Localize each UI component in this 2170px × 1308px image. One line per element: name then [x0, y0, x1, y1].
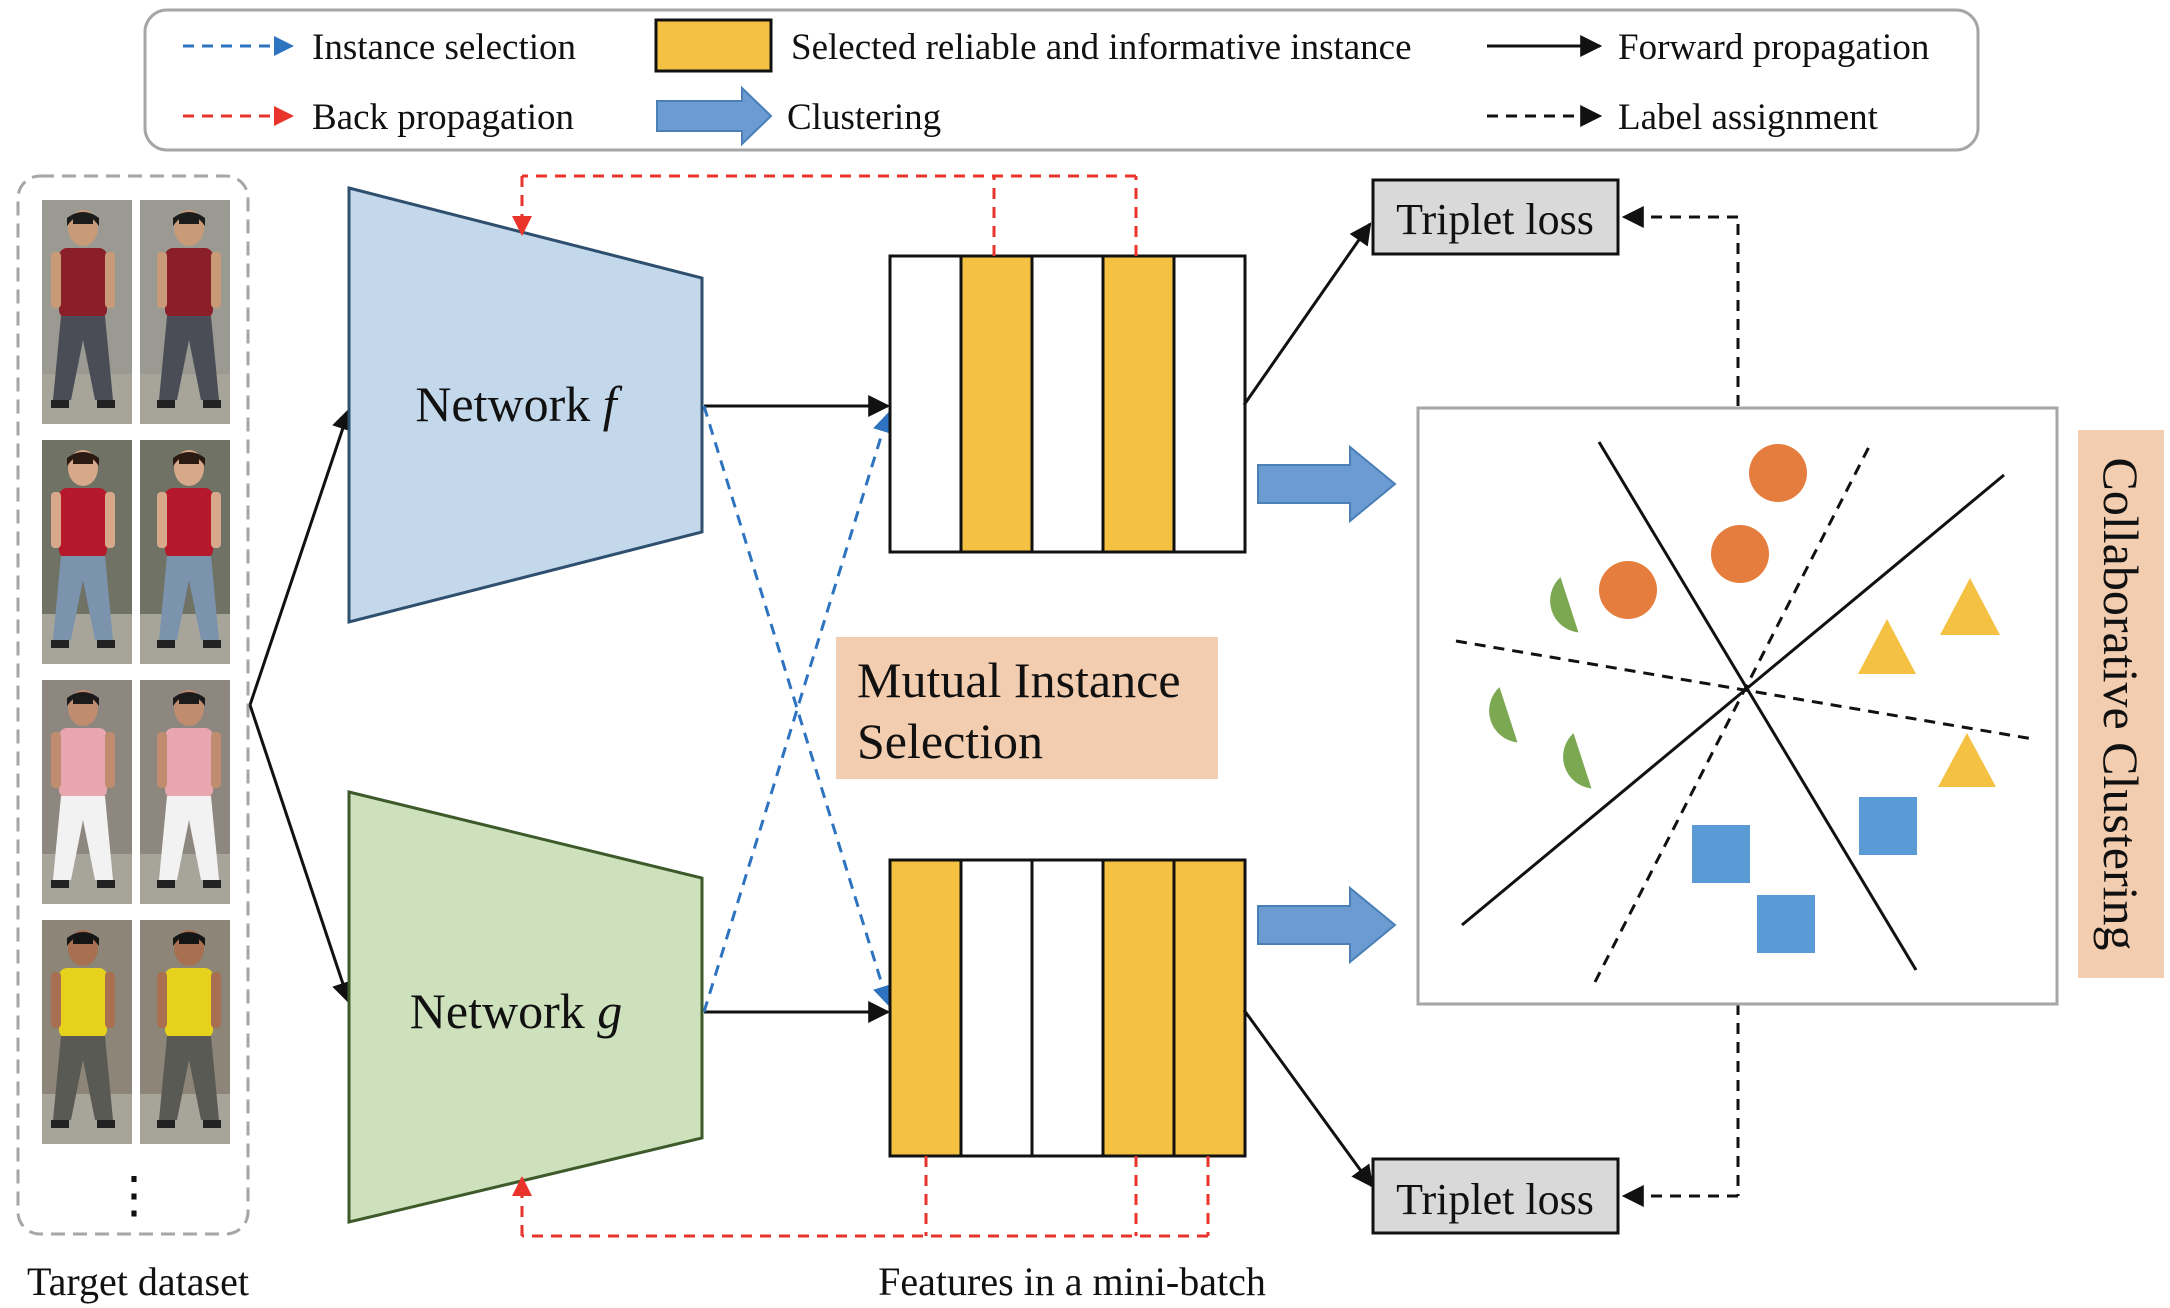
feature-column-selected	[1172, 858, 1247, 1158]
feature-column	[959, 858, 1034, 1158]
feature-block-bottom	[888, 858, 1247, 1158]
cluster-boundaries	[1455, 440, 2034, 983]
feature-column-selected	[1101, 858, 1176, 1158]
boundary-line-1	[1597, 441, 1918, 971]
feature-column-selected	[888, 858, 963, 1158]
person-striped-shirt-icon	[42, 680, 132, 904]
selection-arrow-f-to-g	[702, 405, 893, 1006]
mutual-selection-line1: Mutual Instance	[857, 652, 1181, 708]
triplet-loss-bottom-label: Triplet loss	[1396, 1175, 1594, 1224]
legend-instance-selection-label: Instance selection	[312, 27, 576, 68]
collaborative-clustering-label: Collaborative Clustering	[2093, 458, 2149, 951]
network-f-label: Network f	[415, 376, 622, 432]
cluster-point-green	[1563, 733, 1592, 789]
triplet-loss-top: Triplet loss	[1371, 178, 1620, 256]
cluster-point-yellow	[1938, 733, 1996, 787]
legend-instance-selection: Instance selection	[183, 27, 576, 68]
network-g: Network g	[347, 790, 704, 1224]
selected-instance-swatch	[654, 18, 773, 73]
person-striped-shirt-icon	[140, 680, 230, 904]
network-g-trapezoid	[347, 790, 704, 1224]
back-propagation-top	[512, 174, 1138, 256]
legend-label-assignment: Label assignment	[1487, 97, 1879, 138]
person-red-shirt-icon	[140, 200, 230, 424]
feature-block-top	[888, 254, 1247, 554]
triplet-loss-top-label: Triplet loss	[1396, 195, 1594, 244]
legend-forward-propagation-label: Forward propagation	[1618, 27, 1929, 68]
boundary-line-2	[1461, 473, 2005, 927]
person-red-top-icon	[140, 440, 230, 664]
caption-features: Features in a mini-batch	[878, 1259, 1266, 1304]
cluster-point-yellow	[1858, 619, 1916, 674]
clustering-arrow-icon	[656, 85, 773, 147]
label-assignment-top	[1621, 206, 1740, 406]
person-image-grid	[42, 200, 230, 1144]
feature-column	[888, 254, 963, 554]
cluster-point-blue	[1859, 797, 1917, 855]
person-red-top-icon	[42, 440, 132, 664]
cluster-point-green	[1489, 687, 1518, 743]
feature-column-selected	[959, 254, 1034, 554]
cluster-point-green	[1550, 577, 1579, 633]
cluster-point-yellow	[1940, 578, 2000, 635]
cluster-point-blue	[1692, 825, 1750, 883]
person-yellow-shirt-icon	[42, 920, 132, 1144]
feature-column	[1030, 858, 1105, 1158]
boundary-dashed-2	[1455, 639, 2034, 741]
person-red-shirt-icon	[42, 200, 132, 424]
network-f-trapezoid	[347, 186, 704, 624]
feature-column	[1030, 254, 1105, 554]
arrow-features-to-loss-bottom	[1242, 1009, 1374, 1188]
legend-forward-propagation: Forward propagation	[1487, 27, 1929, 68]
legend-selected-instance-label: Selected reliable and informative instan…	[791, 27, 1412, 68]
green-cluster	[1489, 577, 1592, 789]
feature-column	[1172, 254, 1247, 554]
triplet-loss-bottom: Triplet loss	[1371, 1157, 1620, 1235]
network-f: Network f	[347, 186, 704, 624]
yellow-cluster	[1858, 578, 2000, 787]
legend-label-assignment-label: Label assignment	[1618, 97, 1879, 138]
cluster-point-orange	[1711, 525, 1769, 583]
clustering-arrow-bottom-icon	[1257, 885, 1397, 965]
blue-cluster	[1692, 797, 1917, 953]
legend-clustering-label: Clustering	[787, 97, 941, 138]
clustering-arrow-top-icon	[1257, 444, 1397, 524]
cluster-point-orange	[1749, 444, 1807, 502]
clustering-panel	[1416, 406, 2059, 1006]
cluster-point-blue	[1757, 895, 1815, 953]
label-assignment-bottom	[1621, 1004, 1740, 1207]
arrow-dataset-to-f	[248, 407, 354, 706]
arrow-features-to-loss-top	[1242, 222, 1372, 406]
target-dataset-panel: ⋮	[16, 174, 250, 1236]
boundary-dashed-1	[1593, 440, 1874, 983]
legend-selected-instance: Selected reliable and informative instan…	[654, 18, 1412, 73]
orange-cluster	[1599, 444, 1807, 619]
legend-back-propagation-label: Back propagation	[312, 97, 574, 138]
collaborative-clustering-label-box: Collaborative Clustering	[2078, 430, 2164, 978]
cluster-point-orange	[1599, 561, 1657, 619]
person-yellow-shirt-icon	[140, 920, 230, 1144]
caption-target-dataset: Target dataset	[27, 1259, 249, 1304]
network-g-label: Network g	[410, 983, 622, 1039]
selection-arrow-g-to-f	[702, 412, 893, 1013]
mutual-selection-line2: Selection	[857, 713, 1043, 769]
feature-column-selected	[1101, 254, 1176, 554]
legend-back-propagation: Back propagation	[183, 97, 574, 138]
legend-clustering: Clustering	[656, 85, 941, 147]
mutual-instance-selection-box: Mutual Instance Selection	[836, 637, 1218, 779]
arrow-dataset-to-g	[248, 704, 354, 1005]
legend: Instance selection Back propagation Sele…	[143, 8, 1980, 152]
ellipsis-icon: ⋮	[109, 1167, 159, 1223]
back-propagation-bottom	[512, 1156, 1210, 1238]
